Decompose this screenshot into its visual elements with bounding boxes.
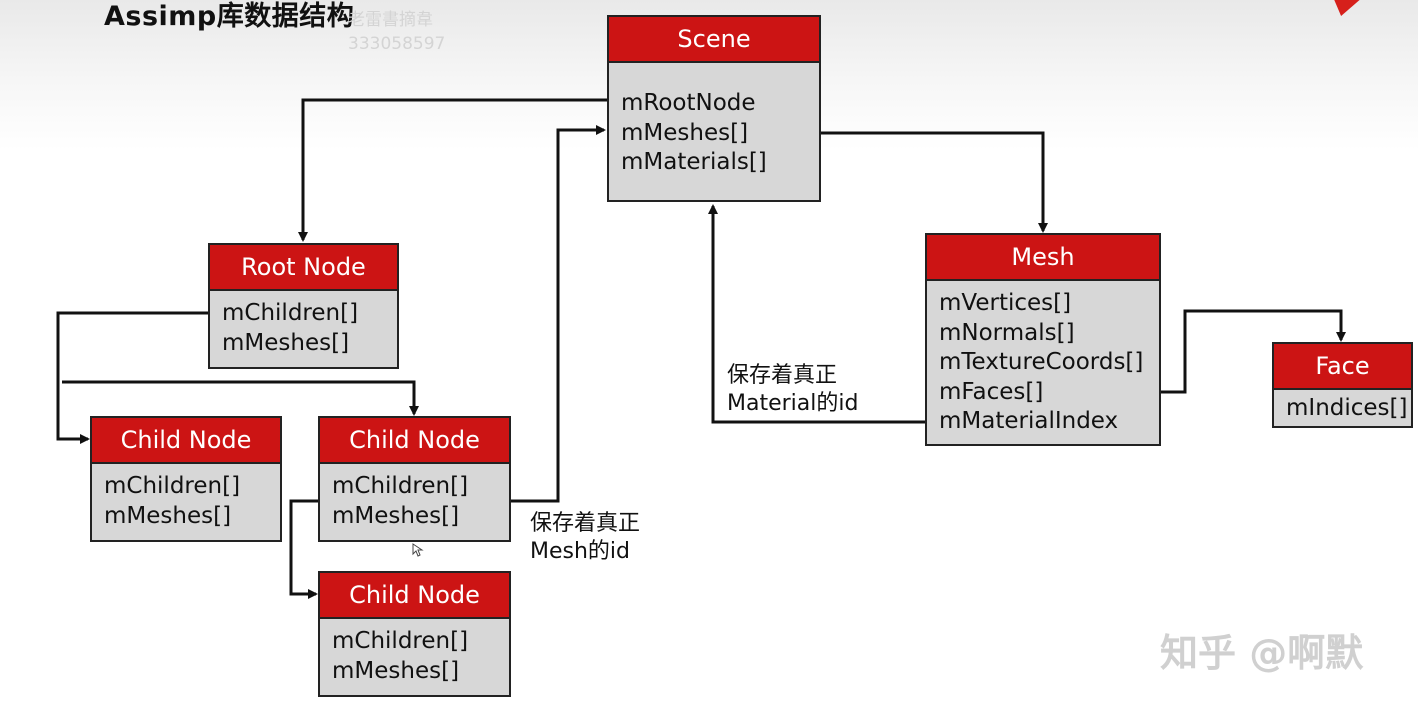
mesh-field-mfaces: mFaces[]: [939, 378, 1044, 405]
child-node-3-fields: mChildren[] mMeshes[]: [320, 619, 509, 686]
arrow-root-child2: [62, 380, 419, 416]
face-box: Face mIndices[]: [1272, 342, 1413, 428]
arrow-scene-meshes: [768, 131, 1048, 233]
arrow-child2-child3: [289, 499, 320, 599]
scene-fields: mRootNode mMeshes[] mMaterials[]: [609, 63, 819, 178]
child-node-1-header: Child Node: [92, 418, 280, 464]
arrow-rootnode: [298, 98, 614, 242]
root-node-header: Root Node: [210, 245, 397, 291]
child-node-1-fields: mChildren[] mMeshes[]: [92, 464, 280, 531]
face-field-mindices: mIndices[]: [1286, 395, 1408, 421]
arrow-child2-meshid: [510, 125, 606, 503]
watermark-line-2: 333058597: [348, 34, 446, 54]
face-header: Face: [1274, 344, 1411, 390]
mouse-cursor-icon: [412, 543, 424, 557]
zhihu-watermark: 知乎 @啊默: [1160, 631, 1364, 675]
mesh-fields: mVertices[] mNormals[] mTextureCoords[] …: [927, 281, 1159, 437]
root-node-field-mmeshes: mMeshes[]: [222, 329, 350, 356]
child-node-2-fields: mChildren[] mMeshes[]: [320, 464, 509, 531]
mesh-field-mtexturecoords: mTextureCoords[]: [939, 349, 1144, 375]
scene-box: Scene mRootNode mMeshes[] mMaterials[]: [607, 15, 821, 202]
child-node-2-header: Child Node: [320, 418, 509, 464]
child-node-1-field-mmeshes: mMeshes[]: [104, 502, 232, 529]
face-fields: mIndices[]: [1274, 390, 1411, 424]
note-mesh-id: 保存着真正 Mesh的id: [530, 510, 640, 566]
arrow-materialindex: [708, 204, 936, 424]
mesh-field-mmaterialindex: mMaterialIndex: [939, 408, 1119, 434]
arrow-root-child1: [56, 311, 218, 444]
note-material-id: 保存着真正 Material的id: [727, 362, 858, 418]
root-node-box: Root Node mChildren[] mMeshes[]: [208, 243, 399, 369]
mesh-field-mnormals: mNormals[]: [939, 319, 1075, 346]
scene-field-mmaterials: mMaterials[]: [621, 149, 767, 175]
child-node-3-field-mchildren: mChildren[]: [332, 628, 469, 654]
note-material-id-line2: Material的id: [727, 391, 859, 416]
mesh-field-mvertices: mVertices[]: [939, 290, 1072, 316]
child-node-2-field-mchildren: mChildren[]: [332, 473, 469, 499]
child-node-1-box: Child Node mChildren[] mMeshes[]: [90, 416, 282, 542]
root-node-field-mchildren: mChildren[]: [222, 300, 359, 326]
watermark-line-1: 老雷書摘韋: [348, 10, 433, 30]
scene-header: Scene: [609, 17, 819, 63]
child-node-3-header: Child Node: [320, 573, 509, 619]
watermark-top: 老雷書摘韋 333058597: [348, 8, 445, 56]
note-mesh-id-line1: 保存着真正: [530, 511, 641, 536]
slide-title: Assimp库数据结构: [104, 1, 355, 32]
child-node-3-field-mmeshes: mMeshes[]: [332, 657, 460, 684]
scene-field-mrootnode: mRootNode: [621, 90, 756, 116]
note-material-id-line1: 保存着真正: [727, 363, 838, 388]
mesh-header: Mesh: [927, 235, 1159, 281]
mesh-box: Mesh mVertices[] mNormals[] mTextureCoor…: [925, 233, 1161, 446]
child-node-2-field-mmeshes: mMeshes[]: [332, 502, 460, 529]
root-node-fields: mChildren[] mMeshes[]: [210, 291, 397, 358]
note-mesh-id-line2: Mesh的id: [530, 539, 630, 564]
child-node-1-field-mchildren: mChildren[]: [104, 473, 241, 499]
scene-field-mmeshes: mMeshes[]: [621, 119, 749, 146]
child-node-3-box: Child Node mChildren[] mMeshes[]: [318, 571, 511, 697]
child-node-2-box: Child Node mChildren[] mMeshes[]: [318, 416, 511, 542]
